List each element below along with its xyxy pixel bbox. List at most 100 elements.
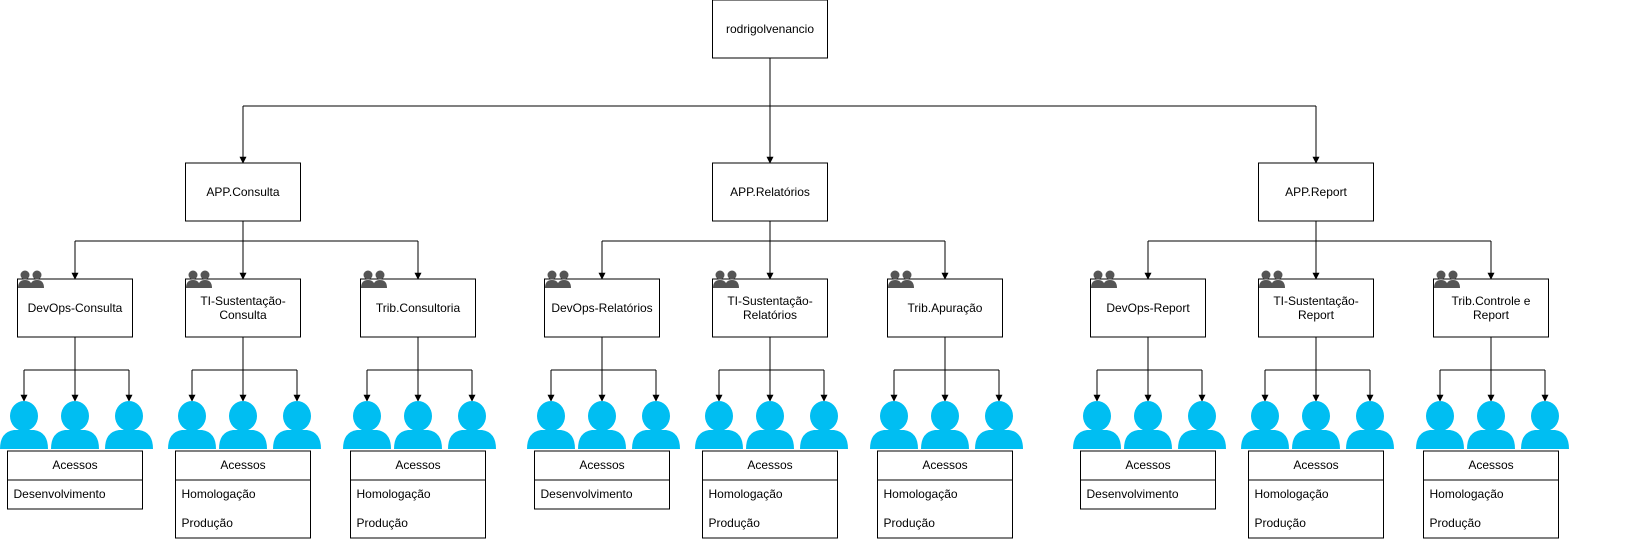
user-icon-body (273, 430, 321, 449)
user-icon-head (1356, 401, 1384, 431)
app-node-1-box (712, 162, 828, 222)
user-icon-body (1467, 430, 1515, 449)
user-icon (168, 401, 216, 449)
user-icon-body (1292, 430, 1340, 449)
access-table-title: Acessos (1293, 458, 1338, 472)
app-node-2[interactable]: APP.Report (1258, 162, 1374, 222)
root-node-label: rodrigolvenancio (726, 22, 814, 36)
group-node-0-0[interactable]: DevOps-Consulta (17, 278, 133, 338)
access-table-frame (702, 450, 838, 539)
access-table-item: Desenvolvimento (1087, 487, 1179, 501)
access-table-item: Produção (884, 516, 936, 530)
group-node-1-2[interactable]: Trib.Apuração (887, 278, 1003, 338)
user-icon-head (10, 401, 38, 431)
root-node-box (712, 0, 828, 59)
access-table-item: Homologação (1255, 487, 1329, 501)
user-icon (448, 401, 496, 449)
access-table-item: Produção (357, 516, 409, 530)
access-table-item: Produção (1255, 516, 1307, 530)
user-icon-body (1521, 430, 1569, 449)
group-node-1-1[interactable]: TI-Sustentação-Relatórios (712, 278, 828, 338)
user-icon (343, 401, 391, 449)
access-table-frame (877, 450, 1013, 539)
access-table-item: Produção (709, 516, 761, 530)
user-icon-head (61, 401, 89, 431)
access-table-title: Acessos (395, 458, 440, 472)
user-icon-head (537, 401, 565, 431)
user-icon-body (1416, 430, 1464, 449)
access-table-item: Homologação (709, 487, 783, 501)
user-icon-body (0, 430, 48, 449)
user-icon-body (527, 430, 575, 449)
user-icon-body (394, 430, 442, 449)
group-node-1-1-label: Relatórios (743, 308, 797, 322)
group-node-1-0[interactable]: DevOps-Relatórios (544, 278, 660, 338)
group-node-2-0-box (1090, 278, 1206, 338)
app-node-2-label: APP.Report (1285, 185, 1347, 199)
user-icon-head (705, 401, 733, 431)
user-icon-head (283, 401, 311, 431)
user-icon-body (343, 430, 391, 449)
group-node-0-0-box (17, 278, 133, 338)
user-icon (975, 401, 1023, 449)
user-icon-body (448, 430, 496, 449)
user-icon-head (1477, 401, 1505, 431)
group-icon (713, 270, 739, 288)
access-table-item: Homologação (357, 487, 431, 501)
group-node-2-1[interactable]: TI-Sustentação-Report (1258, 278, 1374, 338)
user-icon-head (1302, 401, 1330, 431)
access-table-title: Acessos (747, 458, 792, 472)
user-icon-body (1124, 430, 1172, 449)
access-table-title: Acessos (52, 458, 97, 472)
user-icon (1178, 401, 1226, 449)
user-icon-head (756, 401, 784, 431)
group-node-0-2[interactable]: Trib.Consultoria (360, 278, 476, 338)
group-icon (361, 270, 387, 288)
access-table-frame (1423, 450, 1559, 539)
user-icon (746, 401, 794, 449)
access-table-item: Produção (1430, 516, 1482, 530)
group-icon (1259, 270, 1285, 288)
user-icon (800, 401, 848, 449)
user-icon-head (1251, 401, 1279, 431)
connectors (20, 58, 1549, 402)
access-table-item: Desenvolvimento (541, 487, 633, 501)
user-icon (273, 401, 321, 449)
group-node-2-0[interactable]: DevOps-Report (1090, 278, 1206, 338)
group-icon (888, 270, 914, 288)
user-icon-head (588, 401, 616, 431)
user-icon-head (880, 401, 908, 431)
root-node[interactable]: rodrigolvenancio (712, 0, 828, 59)
group-node-0-1[interactable]: TI-Sustentação-Consulta (185, 278, 301, 338)
user-icon-body (168, 430, 216, 449)
user-icon (578, 401, 626, 449)
group-node-0-1-label: TI-Sustentação- (200, 294, 285, 308)
group-node-0-2-label: Trib.Consultoria (376, 301, 461, 315)
user-icon-body (975, 430, 1023, 449)
user-icon (105, 401, 153, 449)
user-icon-body (51, 430, 99, 449)
app-node-1[interactable]: APP.Relatórios (712, 162, 828, 222)
user-icon-head (1188, 401, 1216, 431)
group-node-2-0-label: DevOps-Report (1106, 301, 1190, 315)
group-node-0-1-label: Consulta (219, 308, 267, 322)
user-icon-head (1134, 401, 1162, 431)
user-icon (1241, 401, 1289, 449)
app-node-2-box (1258, 162, 1374, 222)
app-node-0[interactable]: APP.Consulta (185, 162, 301, 222)
app-node-0-box (185, 162, 301, 222)
user-icon (394, 401, 442, 449)
access-table-item: Desenvolvimento (14, 487, 106, 501)
group-icon (545, 270, 571, 288)
user-icon-head (458, 401, 486, 431)
user-icon-body (219, 430, 267, 449)
user-icon-body (695, 430, 743, 449)
user-icon-body (105, 430, 153, 449)
user-icon-head (1426, 401, 1454, 431)
user-icon (0, 401, 48, 449)
